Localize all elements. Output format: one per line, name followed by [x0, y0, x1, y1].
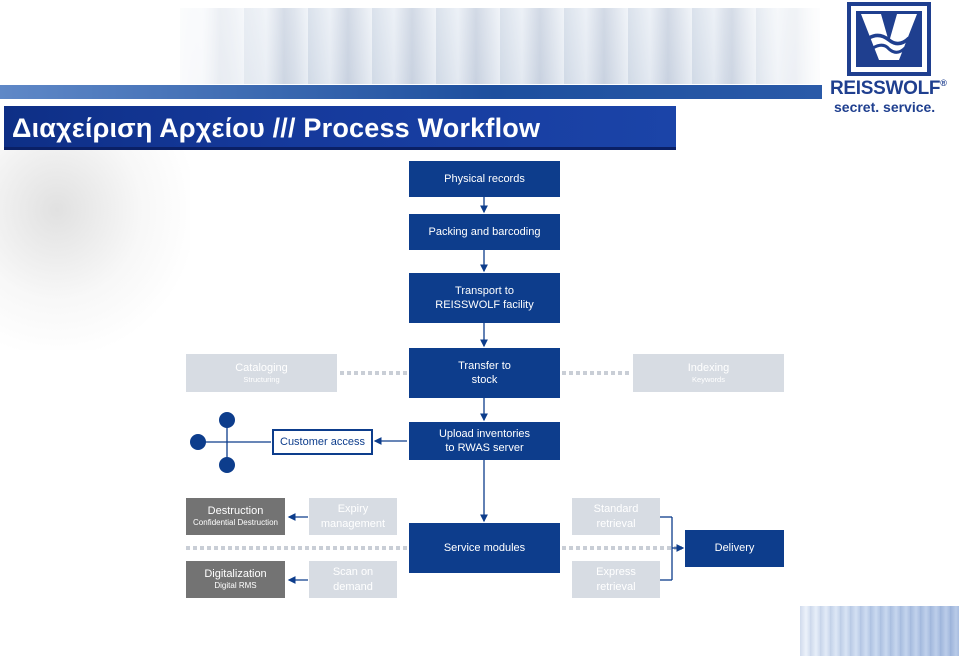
wolf-shield-icon: [847, 2, 931, 76]
node-physical-records: Physical records: [409, 161, 560, 197]
reisswolf-logo: REISSWOLF® secret. service.: [828, 0, 956, 118]
logo-tagline: secret. service.: [834, 99, 936, 115]
node-delivery: Delivery: [685, 530, 784, 567]
node-express-retrieval: Express retrieval: [572, 561, 660, 598]
background-haze: [0, 150, 190, 350]
node-scan-on-demand: Scan on demand: [309, 561, 397, 598]
header-blue-bar: [0, 85, 822, 99]
node-customer-access: Customer access: [272, 429, 373, 455]
customer-node-bottom: [219, 457, 235, 473]
node-service-modules: Service modules: [409, 523, 560, 573]
node-digitalization: Digitalization Digital RMS: [186, 561, 285, 598]
title-bar: Διαχείριση Αρχείου /// Process Workflow: [4, 106, 676, 150]
node-transport: Transport to REISSWOLF facility: [409, 273, 560, 323]
customer-node-left: [190, 434, 206, 450]
node-destruction: Destruction Confidential Destruction: [186, 498, 285, 535]
node-expiry-management: Expiry management: [309, 498, 397, 535]
node-transfer-to-stock: Transfer to stock: [409, 348, 560, 398]
node-cataloging: Cataloging Structuring: [186, 354, 337, 392]
logo-registered: ®: [940, 78, 947, 88]
logo-name: REISSWOLF: [830, 78, 941, 99]
node-indexing: Indexing Keywords: [633, 354, 784, 392]
footer-photo-strip: [800, 606, 959, 656]
node-packing-barcoding: Packing and barcoding: [409, 214, 560, 250]
header-photo-strip: [180, 8, 820, 84]
node-upload-inventories: Upload inventories to RWAS server: [409, 422, 560, 460]
customer-node-top: [219, 412, 235, 428]
node-standard-retrieval: Standard retrieval: [572, 498, 660, 535]
page-title: Διαχείριση Αρχείου /// Process Workflow: [12, 113, 541, 143]
